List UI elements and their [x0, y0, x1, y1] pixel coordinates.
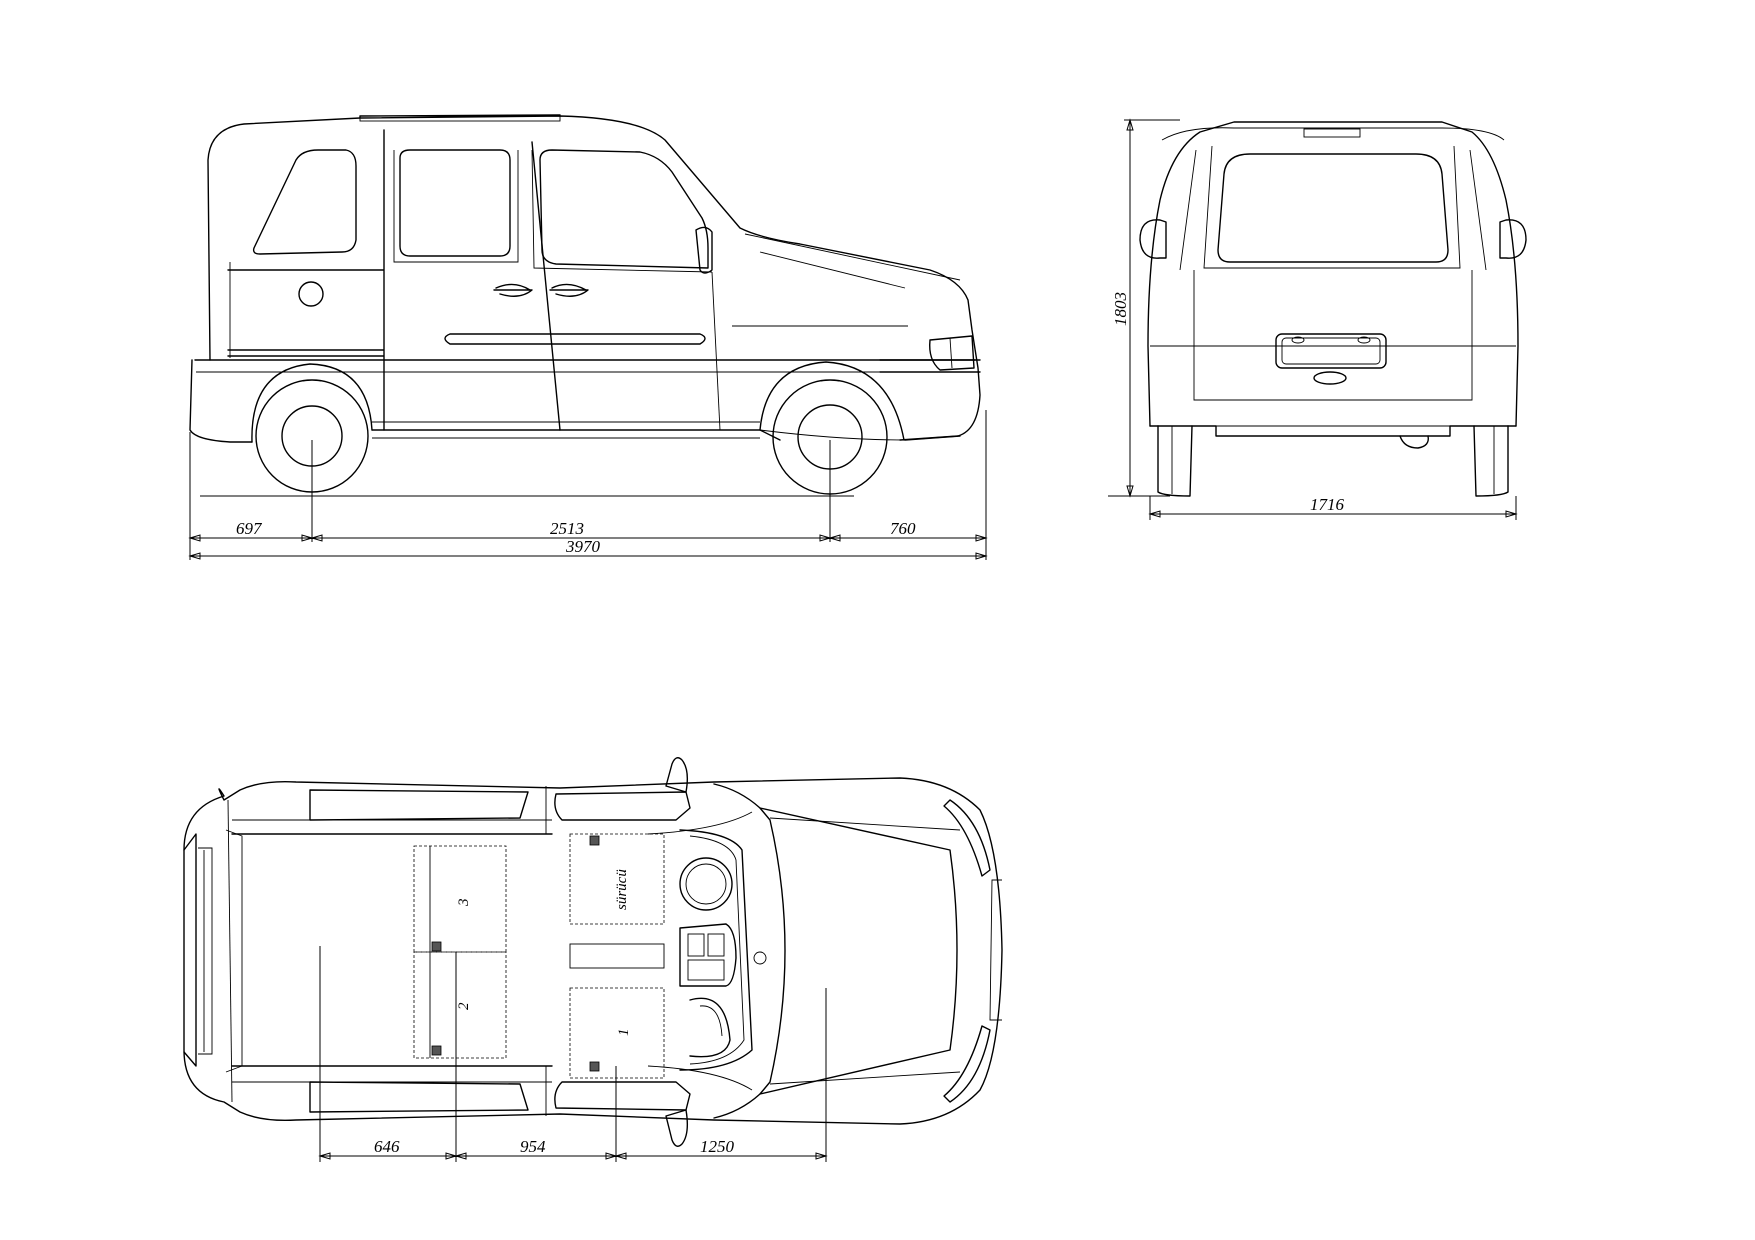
rear-seat-3: [413, 845, 507, 953]
side-dimensions: [188, 410, 988, 560]
seat-label-2: 2: [456, 1002, 472, 1010]
body-side-molding: [444, 333, 706, 345]
rear-body-outline: [1147, 121, 1519, 427]
top-side-window-rear-right: [309, 1081, 529, 1113]
top-right-mirror: [665, 1109, 689, 1147]
side-view: 697 2513 760 3970: [188, 114, 988, 560]
door-handle-front: [549, 283, 589, 297]
rear-left-mirror: [1139, 219, 1167, 259]
side-rear-window: [252, 149, 357, 255]
rear-right-mirror: [1499, 219, 1527, 259]
side-sliding-door: [227, 129, 561, 431]
top-dimensions: [318, 946, 828, 1162]
tailgate-handle: [1313, 371, 1347, 385]
dim-height: 1803: [1111, 292, 1130, 326]
passenger-seat-1: [569, 987, 665, 1079]
seat-label-1: 1: [616, 1029, 632, 1037]
rear-left-wheel: [1157, 425, 1193, 497]
top-windshield: [713, 783, 786, 1119]
roof-rail: [359, 115, 561, 122]
top-side-window-rear-left: [309, 789, 529, 821]
license-plate-recess: [1275, 333, 1387, 369]
dim-rear-overhang: 760: [890, 519, 916, 538]
steering-wheel: [679, 857, 733, 911]
rear-height-dimension: [1108, 118, 1180, 498]
dim-top-3: 1250: [700, 1137, 735, 1156]
top-left-mirror: [665, 757, 689, 793]
top-bonnet: [759, 807, 958, 1095]
front-wheel: [759, 361, 905, 495]
dim-overall-length: 3970: [565, 537, 601, 556]
dim-wheelbase: 2513: [550, 519, 584, 538]
top-body-outline: [183, 777, 1003, 1125]
center-console: [679, 923, 737, 987]
side-mirror: [695, 226, 713, 274]
rear-right-wheel: [1473, 425, 1509, 497]
rear-brake-light: [1303, 128, 1361, 138]
headlight: [929, 335, 975, 371]
driver-seat: [569, 833, 665, 925]
side-body-outline: [207, 115, 981, 441]
top-dashboard: [679, 829, 753, 1071]
rear-seat-2: [413, 951, 507, 1059]
rear-width-dimension: [1148, 496, 1518, 520]
rear-window: [1217, 153, 1449, 263]
top-view: sürücü 1 2 3 646 954 1250: [183, 757, 1003, 1162]
top-side-window-front-left: [554, 791, 691, 821]
rear-view: 1803 1716: [1108, 118, 1527, 520]
door-handle-rear: [493, 283, 533, 297]
dim-front-overhang: 697: [236, 519, 263, 538]
dim-top-2: 954: [520, 1137, 546, 1156]
dim-top-1: 646: [374, 1137, 400, 1156]
fuel-cap: [298, 281, 324, 307]
side-middle-window: [399, 149, 511, 257]
dim-width: 1716: [1310, 495, 1345, 514]
seat-label-3: 3: [456, 899, 472, 908]
side-front-window: [539, 149, 709, 269]
top-side-window-front-right: [554, 1081, 691, 1111]
seat-label-driver: sürücü: [614, 869, 630, 910]
